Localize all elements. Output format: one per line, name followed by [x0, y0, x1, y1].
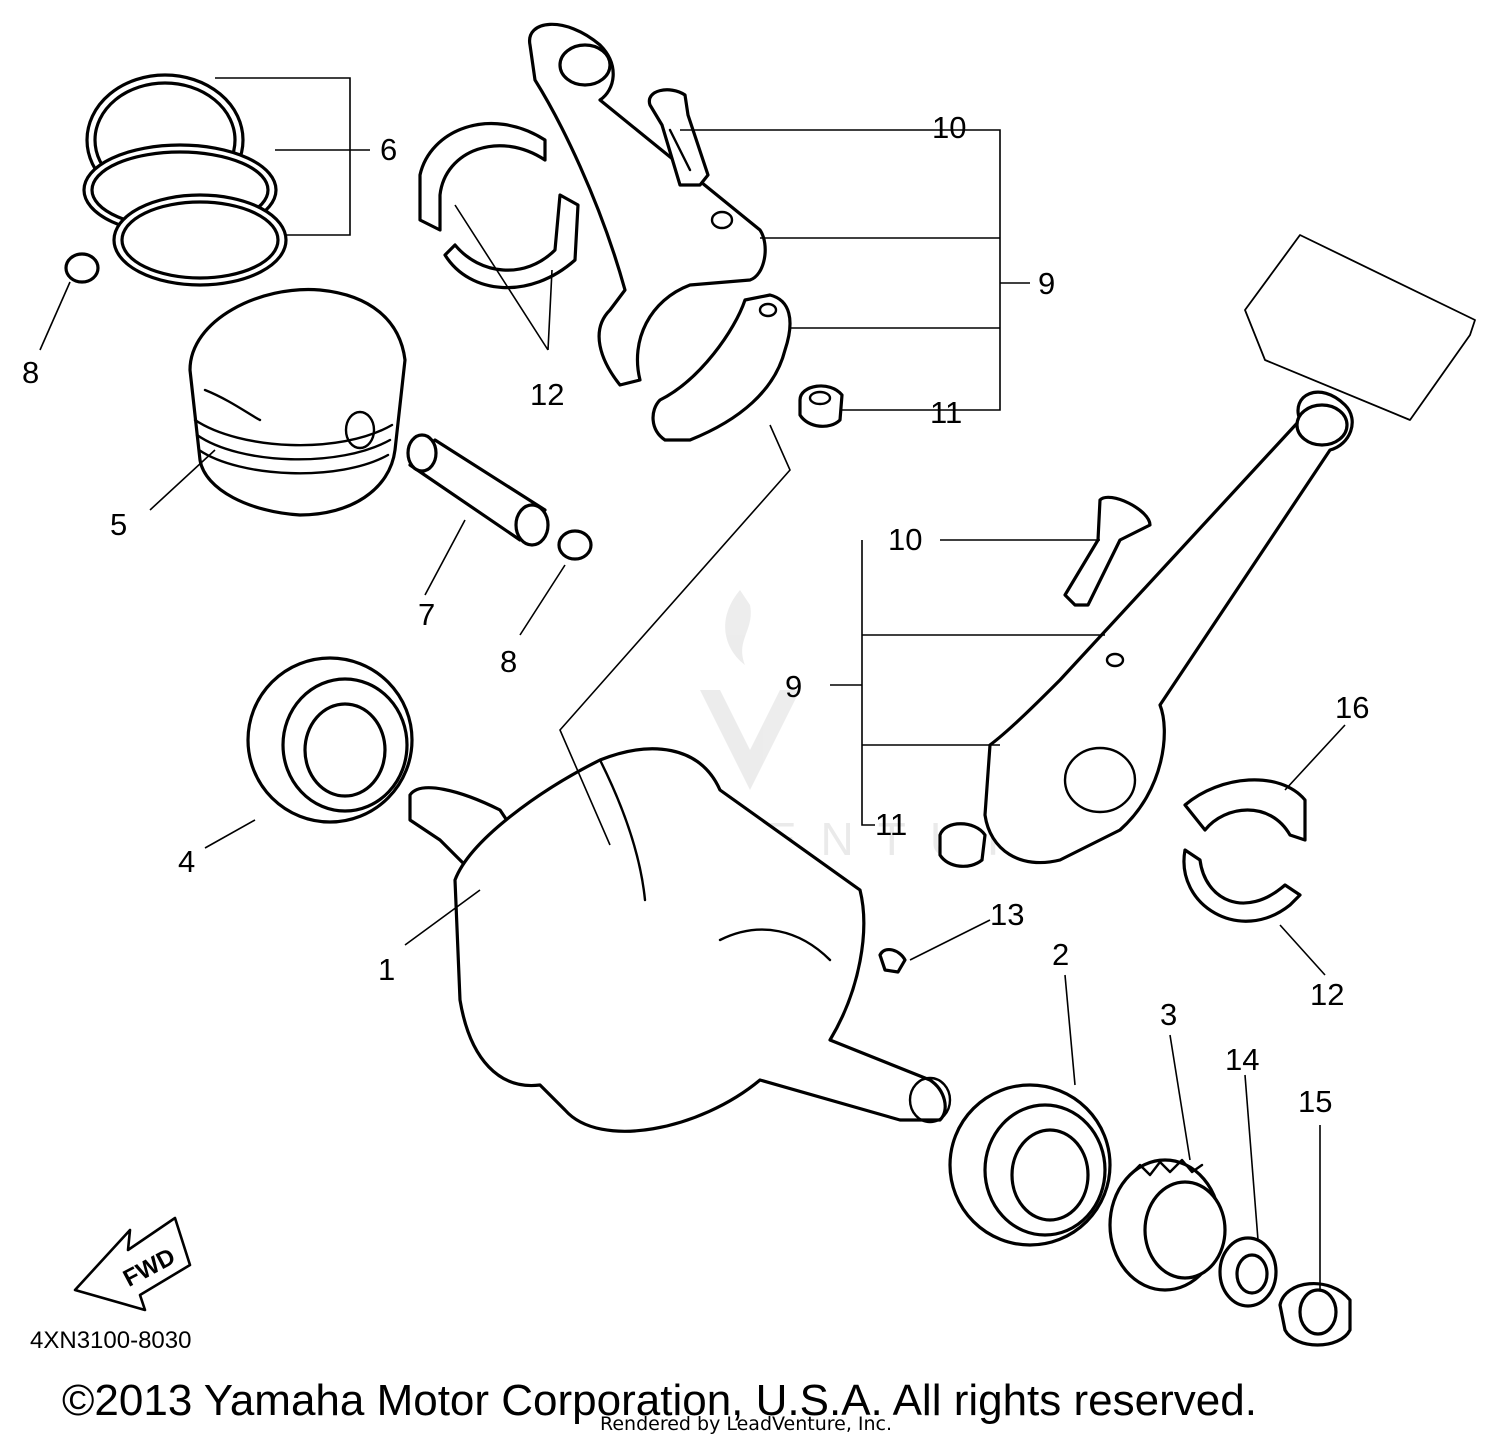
- washer: [1218, 1236, 1278, 1308]
- callout-4: 4: [178, 844, 195, 879]
- callout-9-lower: 9: [785, 669, 802, 704]
- callout-12-upper: 12: [530, 377, 564, 412]
- callout-5: 5: [110, 507, 127, 542]
- callout-13: 13: [990, 897, 1024, 932]
- piston: [188, 287, 407, 517]
- callout-7: 7: [418, 597, 435, 632]
- callout-3: 3: [1160, 997, 1177, 1032]
- piston-pin: [406, 433, 550, 547]
- rod-nut-upper: [798, 384, 844, 428]
- callout-12-lower: 12: [1310, 977, 1344, 1012]
- callout-2: 2: [1052, 937, 1069, 972]
- primary-drive-gear: [1108, 1158, 1227, 1292]
- piston-ring-set: [82, 73, 288, 287]
- connecting-rod-upper: [528, 22, 767, 387]
- callout-10-upper: 10: [932, 110, 966, 145]
- piston-pin-clip-left: [64, 252, 100, 284]
- rendered-by-text: Rendered by LeadVenture, Inc.: [600, 1413, 892, 1435]
- callout-6: 6: [380, 132, 397, 167]
- rod-nut-lower: [938, 822, 987, 868]
- crankshaft-bearing-left: [246, 656, 414, 824]
- rod-bolt-upper: [647, 88, 710, 187]
- big-end-bearing-lower-pair: [1182, 778, 1307, 923]
- crankshaft-bearing-right: [948, 1083, 1112, 1247]
- piston-pin-clip-right: [557, 529, 593, 561]
- diagram-code: 4XN3100-8030: [30, 1327, 191, 1354]
- connecting-rod-cap-upper: [651, 293, 792, 442]
- callout-labels: 1 2 3 4 5 6 7 8 8 9 9 10 10 11 11 12 12 …: [22, 110, 1369, 1119]
- callout-10-lower: 10: [888, 522, 922, 557]
- callout-8-right: 8: [500, 644, 517, 679]
- callout-8-left: 8: [22, 355, 39, 390]
- callout-9-upper: 9: [1038, 266, 1055, 301]
- callout-16: 16: [1335, 690, 1369, 725]
- callout-1: 1: [378, 952, 395, 987]
- callout-11-lower: 11: [875, 807, 907, 842]
- forward-direction-arrow: FWD: [73, 1216, 192, 1312]
- rod-bolt-lower: [1063, 495, 1152, 607]
- connecting-rod-lower: [983, 234, 1476, 865]
- copyright-notice: ©2013 Yamaha Motor Corporation, U.S.A. A…: [62, 1376, 1257, 1425]
- callout-14: 14: [1225, 1042, 1259, 1077]
- crankshaft-nut: [1278, 1281, 1352, 1347]
- crankshaft: [408, 747, 952, 1133]
- callout-11-upper: 11: [930, 395, 962, 430]
- big-end-bearing-upper-pair: [418, 122, 580, 290]
- leader-lines: [39, 77, 1346, 1290]
- callout-15: 15: [1298, 1084, 1332, 1119]
- woodruff-key: [878, 947, 907, 974]
